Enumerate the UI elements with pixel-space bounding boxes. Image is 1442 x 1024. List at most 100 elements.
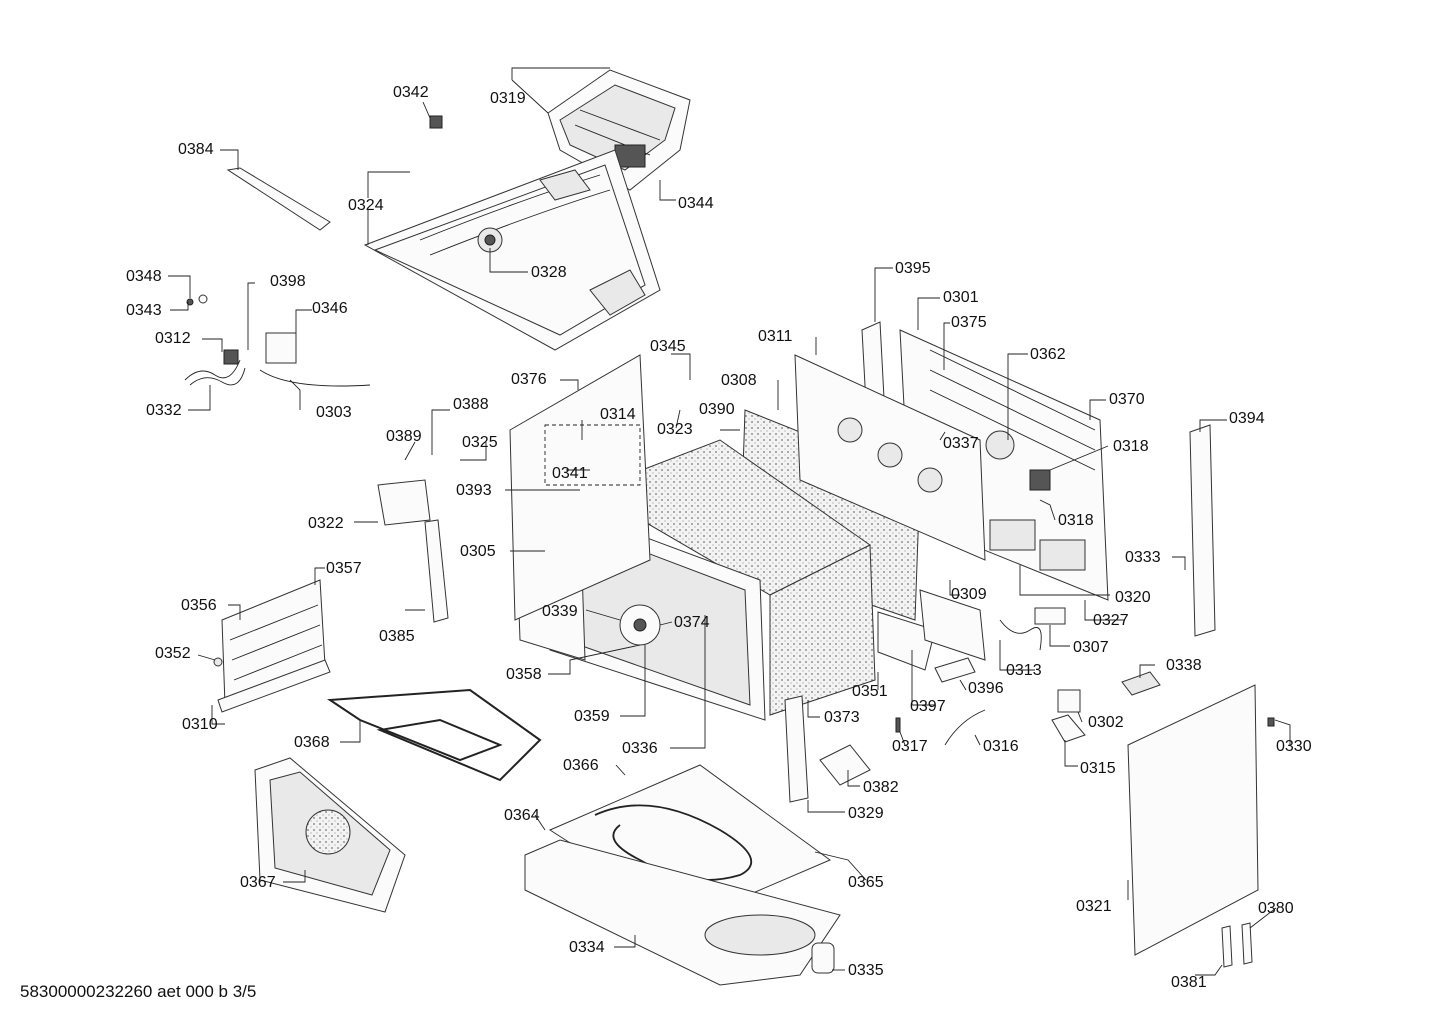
door-hinge-part [784, 695, 809, 803]
part-label-0320: 0320 [1115, 589, 1151, 606]
part-label-0384: 0384 [178, 141, 214, 158]
wire-part [944, 709, 986, 746]
part-label-0376: 0376 [511, 371, 547, 388]
cable-part [999, 619, 1042, 651]
part-label-0396: 0396 [968, 680, 1004, 697]
part-label-0393: 0393 [456, 482, 492, 499]
part-label-0329: 0329 [848, 805, 884, 822]
washer-part [198, 294, 208, 304]
part-label-0322: 0322 [308, 515, 344, 532]
shelf-runner-part [217, 579, 331, 713]
part-label-0345: 0345 [650, 338, 686, 355]
foot-part [811, 942, 835, 974]
part-label-0308: 0308 [721, 372, 757, 389]
part-label-0397: 0397 [910, 698, 946, 715]
part-label-0338: 0338 [1166, 657, 1202, 674]
part-label-0362: 0362 [1030, 346, 1066, 363]
door-bracket-b-part [1241, 922, 1253, 965]
oven-cavity-part [544, 439, 876, 721]
part-label-0380: 0380 [1258, 900, 1294, 917]
part-label-0375: 0375 [951, 314, 987, 331]
mounting-plate-part [1121, 671, 1161, 696]
part-label-0302: 0302 [1088, 714, 1124, 731]
part-label-0315: 0315 [1080, 760, 1116, 777]
circuit-board-part [819, 744, 871, 786]
left-side-panel-part [509, 354, 651, 621]
outer-door-part [1127, 684, 1259, 956]
part-label-0321: 0321 [1076, 898, 1112, 915]
part-label-0318-upper: 0318 [1113, 438, 1149, 455]
part-label-0344: 0344 [678, 195, 714, 212]
part-label-0359: 0359 [574, 708, 610, 725]
part-label-0343: 0343 [126, 302, 162, 319]
part-label-0313: 0313 [1006, 662, 1042, 679]
part-label-0336: 0336 [622, 740, 658, 757]
part-label-0341: 0341 [552, 465, 588, 482]
part-label-0389: 0389 [386, 428, 422, 445]
part-label-0325: 0325 [462, 434, 498, 451]
small-clip-part [1267, 717, 1275, 727]
part-label-0368: 0368 [294, 734, 330, 751]
part-label-0333: 0333 [1125, 549, 1161, 566]
trim-strip-part [226, 167, 331, 231]
connector-block-part [1034, 607, 1066, 625]
part-label-0316: 0316 [983, 738, 1019, 755]
part-label-0394: 0394 [1229, 410, 1265, 427]
part-label-0319: 0319 [490, 90, 526, 107]
knob-part [186, 298, 194, 306]
part-label-0398: 0398 [270, 273, 306, 290]
part-label-0334: 0334 [569, 939, 605, 956]
part-label-0373: 0373 [824, 709, 860, 726]
part-label-0366: 0366 [563, 757, 599, 774]
bottom-tray-part [524, 839, 841, 986]
hinge-part [424, 519, 449, 623]
part-label-0305: 0305 [460, 543, 496, 560]
part-label-0381: 0381 [1171, 974, 1207, 991]
wiring-harness-part [184, 349, 371, 387]
part-label-0318-lower: 0318 [1058, 512, 1094, 529]
module-bracket-part [919, 589, 986, 661]
part-label-0346: 0346 [312, 300, 348, 317]
part-label-0309: 0309 [951, 586, 987, 603]
part-label-0335: 0335 [848, 962, 884, 979]
document-reference-footer: 58300000232260 aet 000 b 3/5 [20, 982, 257, 1001]
part-label-0385: 0385 [379, 628, 415, 645]
screw-part [213, 657, 223, 667]
part-label-0358: 0358 [506, 666, 542, 683]
top-cover-plate-part [363, 149, 661, 351]
part-label-0342: 0342 [393, 84, 429, 101]
cover-part [1057, 689, 1081, 713]
door-bracket-a-part [1221, 925, 1233, 968]
part-label-0337: 0337 [943, 435, 979, 452]
part-label-0311: 0311 [758, 328, 793, 345]
part-label-0390: 0390 [699, 401, 735, 418]
part-label-0332: 0332 [146, 402, 182, 419]
part-label-0364: 0364 [504, 807, 540, 824]
pin-part [895, 717, 901, 733]
bracket-plate-part [265, 332, 297, 364]
part-label-0348: 0348 [126, 268, 162, 285]
fan-cover-panel-part [254, 757, 406, 913]
part-label-0367: 0367 [240, 874, 276, 891]
part-label-0388: 0388 [453, 396, 489, 413]
part-label-0382: 0382 [863, 779, 899, 796]
part-label-0307: 0307 [1073, 639, 1109, 656]
part-label-0303: 0303 [316, 404, 352, 421]
part-label-0323: 0323 [657, 421, 693, 438]
part-label-0301: 0301 [943, 289, 979, 306]
part-label-0395: 0395 [895, 260, 931, 277]
control-box-part [377, 479, 431, 526]
part-label-0370: 0370 [1109, 391, 1145, 408]
part-label-0356: 0356 [181, 597, 217, 614]
clip-part [1051, 714, 1086, 743]
side-rail-right-part [1189, 424, 1216, 637]
part-label-0351: 0351 [852, 683, 888, 700]
grill-element-part [327, 688, 542, 782]
fan-housing-part [547, 69, 691, 191]
part-label-0327: 0327 [1093, 612, 1129, 629]
part-label-0365: 0365 [848, 874, 884, 891]
part-label-0310: 0310 [182, 716, 218, 733]
part-label-0328: 0328 [531, 264, 567, 281]
